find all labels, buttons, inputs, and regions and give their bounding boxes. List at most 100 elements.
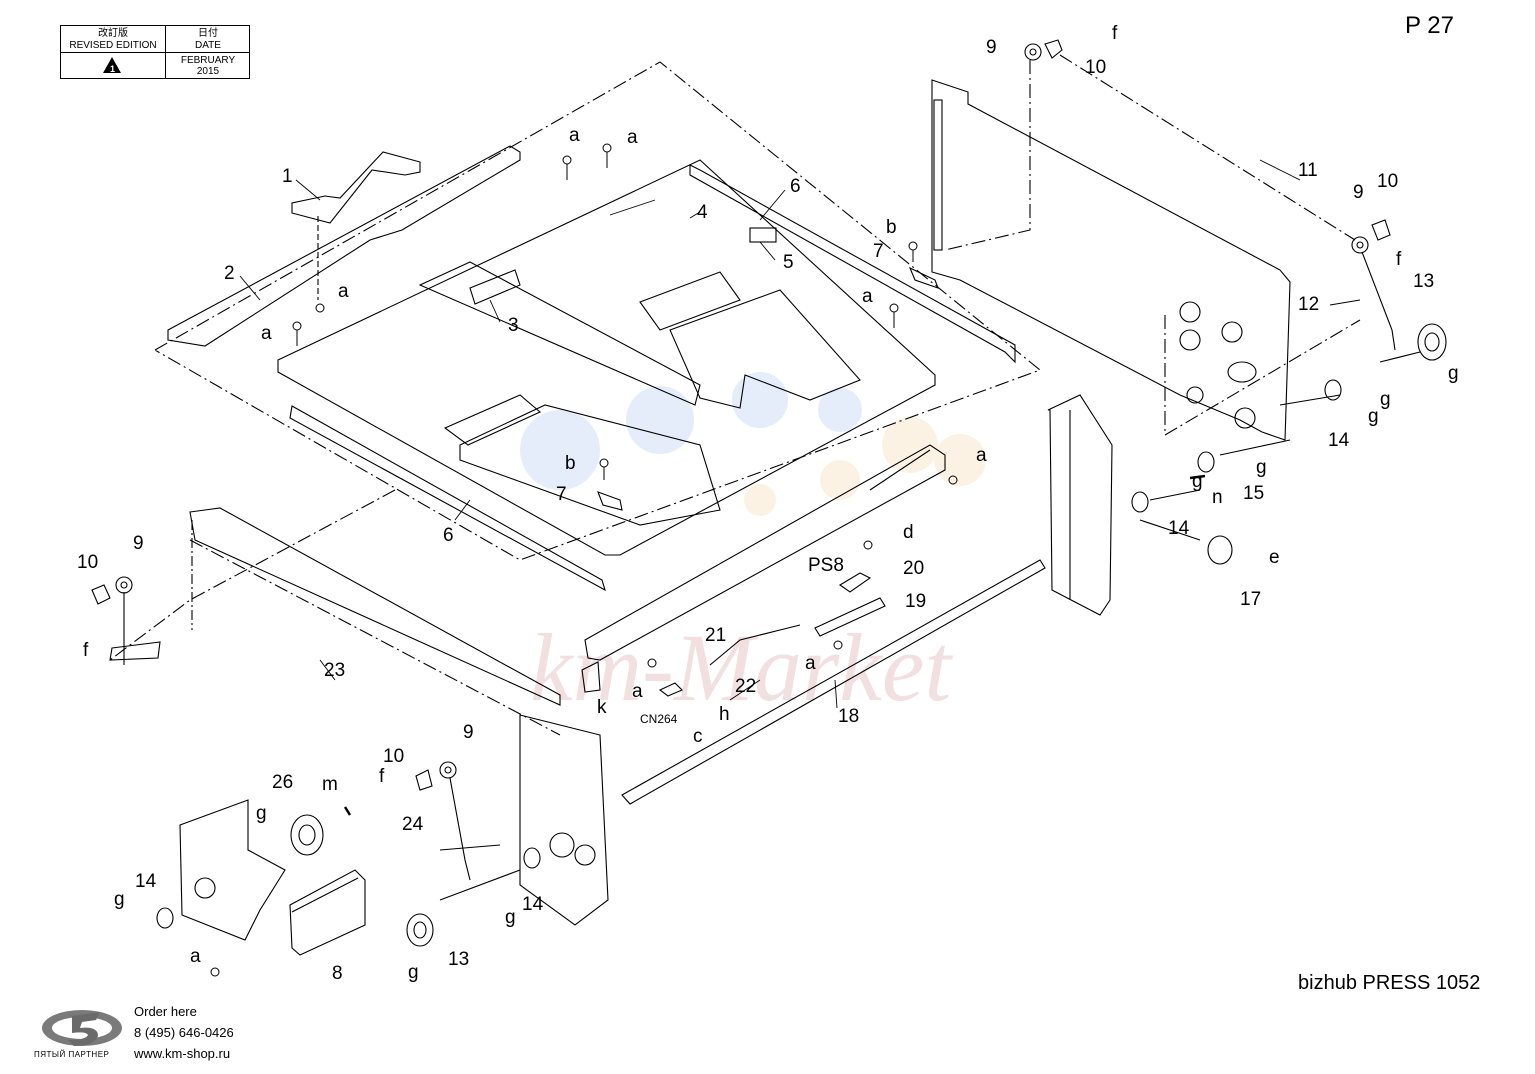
motor-bracket	[179, 799, 286, 941]
callout-4: 4	[697, 202, 708, 223]
callout-e: e	[1269, 547, 1280, 568]
callout-17: 17	[1240, 589, 1261, 610]
connector-cn264	[658, 682, 683, 697]
5-partner-logo-icon	[42, 1010, 122, 1046]
callout-a-4: a	[261, 323, 272, 344]
reference-plane-top	[154, 61, 1042, 561]
order-here-text: Order here	[134, 1004, 197, 1019]
callout-a-6: a	[976, 445, 987, 466]
callout-11: 11	[1298, 160, 1318, 181]
callout-7-right: 7	[873, 241, 884, 262]
part-8-board	[289, 869, 366, 956]
callout-g-8: g	[408, 962, 419, 983]
callout-13-right: 13	[1413, 271, 1434, 292]
callout-9-left: 9	[133, 533, 144, 554]
part-9-bearing-left	[115, 576, 133, 594]
order-url[interactable]: www.km-shop.ru	[134, 1046, 231, 1061]
part-9-bearing-front	[439, 761, 457, 779]
callout-24: 24	[402, 814, 424, 835]
revision-triangle-icon	[103, 57, 121, 73]
left-front-frame	[519, 714, 609, 926]
callout-9-right: 9	[1353, 182, 1364, 203]
callout-a-8: a	[632, 681, 643, 702]
part-1-bracket	[291, 151, 421, 224]
callout-a-7: a	[805, 653, 816, 674]
callout-b-1: b	[886, 217, 897, 238]
callout-18: 18	[838, 706, 859, 727]
callout-23: 23	[324, 660, 345, 681]
callout-20: 20	[903, 558, 924, 579]
callout-10-right: 10	[1377, 171, 1398, 192]
part-10-holder-front	[415, 769, 433, 791]
callout-b-2: b	[565, 453, 576, 474]
callout-14-b: 14	[1168, 518, 1190, 539]
callout-8: 8	[332, 963, 343, 984]
order-phone[interactable]: 8 (495) 646-0426	[134, 1025, 234, 1040]
part-9-bearing-top	[1024, 43, 1042, 61]
part-15-gear	[1197, 451, 1215, 473]
part-18-shaft	[621, 559, 1046, 805]
callout-n: n	[1212, 487, 1223, 508]
callout-14-front: 14	[522, 894, 544, 915]
callout-19: 19	[905, 591, 926, 612]
watermark-text: km-Market	[530, 614, 953, 721]
callout-14-a: 14	[1328, 430, 1350, 451]
part-11-rear-plate	[931, 79, 1291, 441]
part-13-pulley-right	[1417, 323, 1447, 361]
callout-f-2: f	[1396, 249, 1402, 270]
part-13-pulley-front	[406, 913, 434, 947]
part-2-rail	[167, 145, 521, 347]
part-20-sensor-ps8	[838, 572, 872, 593]
callout-k: k	[597, 697, 607, 718]
callout-22: 22	[735, 676, 756, 697]
callout-a-9: a	[190, 946, 201, 967]
part-21-bracket	[584, 444, 946, 661]
callout-a-3: a	[338, 281, 349, 302]
part-3-block	[469, 269, 521, 305]
callout-2: 2	[224, 263, 235, 284]
callout-6-bottom: 6	[443, 525, 454, 546]
part-24-link	[449, 777, 471, 881]
part-7-clip-right	[908, 266, 939, 289]
part-m-pin	[343, 806, 352, 816]
part-10-holder-left	[91, 584, 111, 605]
callout-13-front: 13	[448, 949, 469, 970]
part-14-bearing-left	[156, 907, 174, 929]
callout-12: 12	[1298, 294, 1319, 315]
model-name: bizhub PRESS 1052	[1298, 972, 1481, 994]
part-12-link	[1361, 251, 1396, 351]
part-7-clip-left	[597, 491, 623, 511]
date-label: DATE	[195, 40, 221, 51]
part-14-bearing-b	[1131, 491, 1149, 513]
part-5-label	[749, 227, 777, 243]
revision-box: 改訂版 REVISED EDITION 日付 DATE 1 FEBRUARY 2…	[60, 25, 250, 79]
callout-1: 1	[282, 166, 293, 187]
callout-g-3: g	[1256, 457, 1267, 478]
callout-9-top: 9	[986, 37, 997, 58]
callout-g-9: g	[1380, 389, 1391, 410]
callout-g-7: g	[114, 889, 125, 910]
callout-cn264: CN264	[640, 712, 678, 726]
part-14-bearing-front	[523, 847, 541, 869]
part-26-gear	[290, 814, 324, 856]
callout-21: 21	[705, 625, 726, 646]
callout-f-1: f	[1112, 23, 1118, 44]
revised-edition-label: REVISED EDITION	[69, 40, 157, 51]
part-14-bearing-a	[1324, 379, 1342, 401]
callout-5: 5	[783, 252, 794, 273]
callout-10-top: 10	[1085, 57, 1106, 78]
callout-a-2: a	[627, 127, 638, 148]
part-22-harness	[709, 624, 801, 666]
watermark: km-Market	[520, 372, 986, 721]
part-k-clip	[581, 661, 601, 693]
part-10-holder-right	[1371, 219, 1391, 241]
revision-month: FEBRUARY	[180, 55, 236, 66]
right-side-frame	[1047, 394, 1113, 616]
callout-g-4: g	[1192, 471, 1203, 492]
revision-year: 2015	[196, 66, 220, 77]
callout-h: h	[719, 704, 730, 725]
callout-g-5: g	[256, 803, 267, 824]
callout-6-top: 6	[790, 176, 801, 197]
part-4-top-plate	[277, 159, 936, 556]
